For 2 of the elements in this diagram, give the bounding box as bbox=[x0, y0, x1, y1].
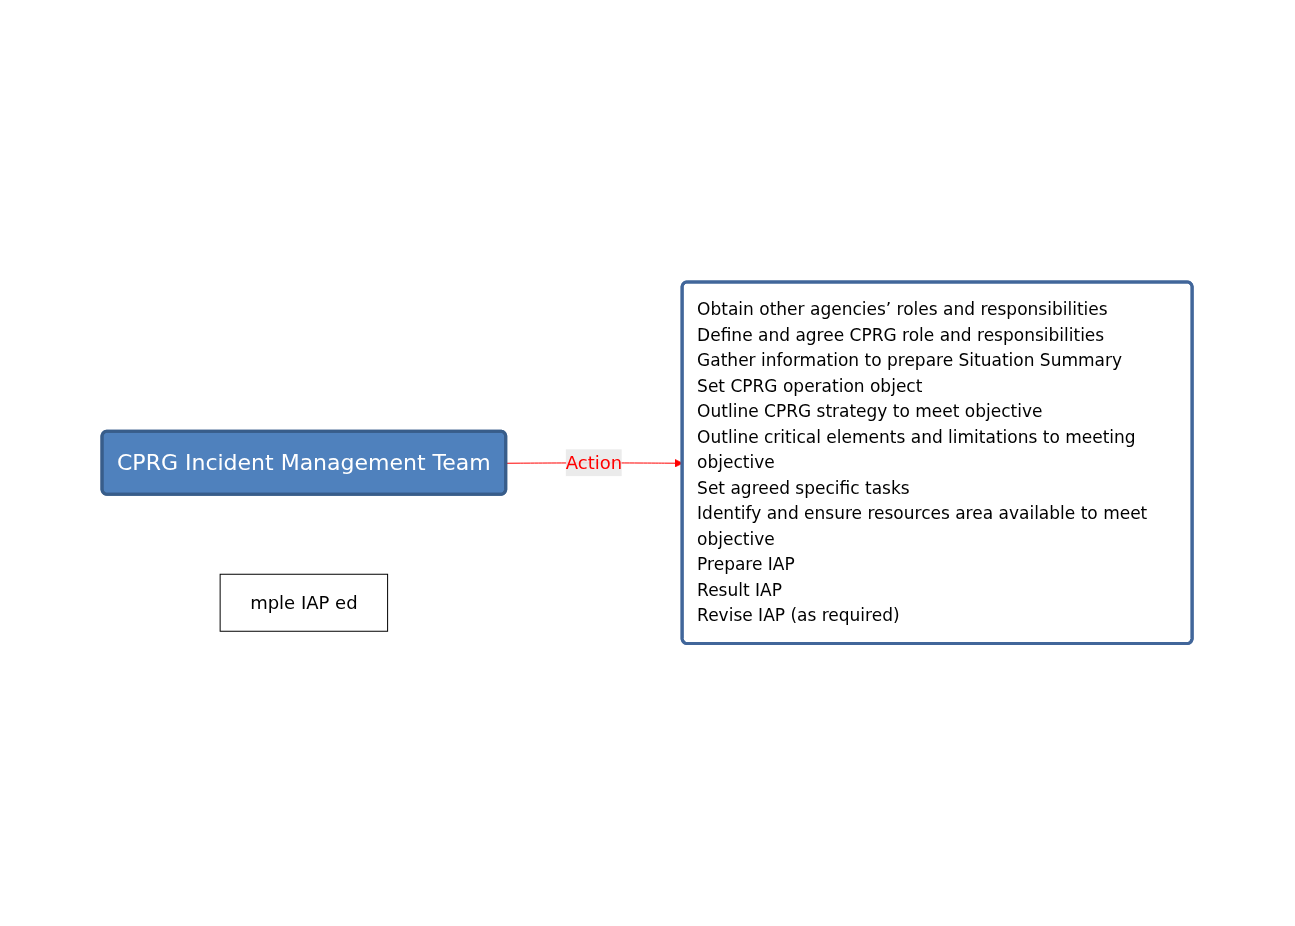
edge-label: Action bbox=[566, 452, 623, 474]
node-box: mple IAP ed bbox=[220, 574, 389, 632]
